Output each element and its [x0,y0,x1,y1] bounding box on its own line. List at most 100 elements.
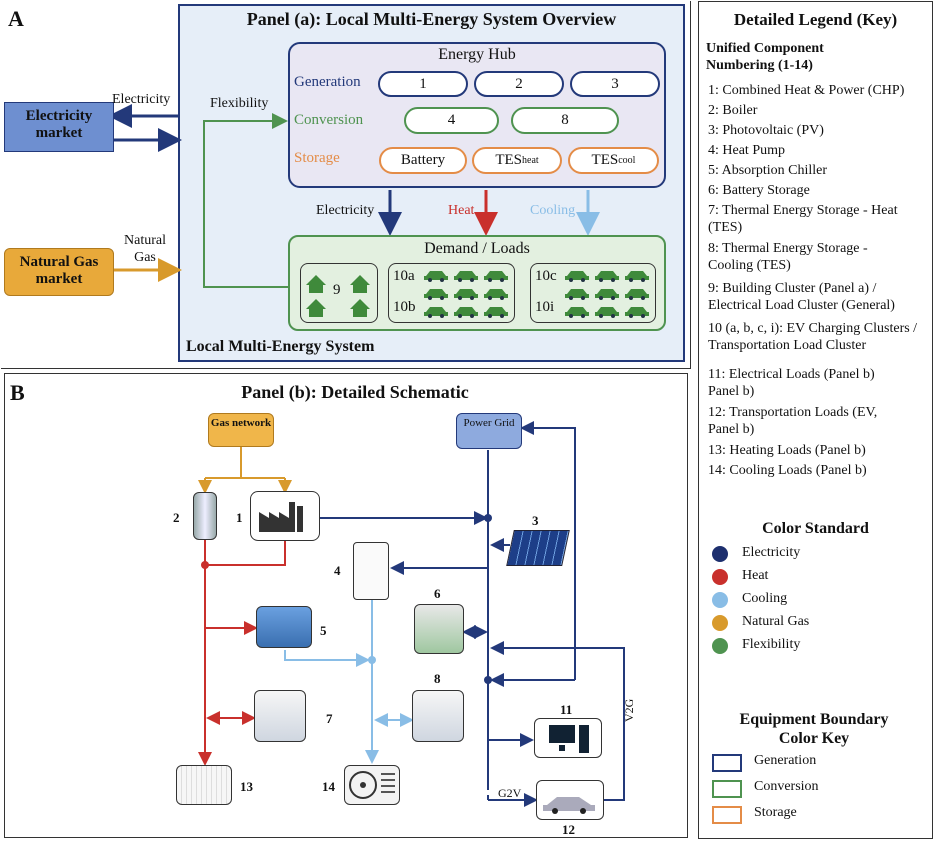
legend-item-13: 13: Heating Loads (Panel b) [708,443,866,458]
num-6: 6 [434,586,441,601]
boiler-icon [193,492,217,540]
gas-network-box: Gas network [208,413,274,447]
g2v-label: G2V [498,786,522,800]
legend-item-14: 14: Cooling Loads (Panel b) [708,463,867,478]
ev-cluster-c: 10c [535,268,557,284]
num-12: 12 [562,822,575,837]
cooling-load-icon [344,765,400,805]
tes-cool-icon [412,690,464,742]
boundary-gen-swatch [712,754,742,772]
gas-market-box: Natural Gas market [4,248,114,296]
electricity-market-box: Electricity market [4,102,114,152]
chp-box [250,491,320,541]
panel-b-lines [198,421,625,807]
ev-cluster-i: 10i [535,299,555,315]
flexibility-arrow [203,113,288,288]
color-electricity-label: Electricity [742,545,801,560]
flow-heat-label: Heat [448,203,475,218]
conv-pill-4: 4 [404,107,499,134]
color-cooling-label: Cooling [742,591,788,606]
color-heat-label: Heat [742,568,769,583]
boundary-title: Equipment Boundary Color Key [739,711,889,747]
tes-cool-base: TES [591,152,619,168]
color-cooling-swatch [712,592,728,608]
boundary-stor-swatch [712,806,742,824]
legend-title: Detailed Legend (Key) [733,10,898,29]
v2g-label: V2G [622,698,636,722]
num-14: 14 [322,779,335,794]
legend-item-7: 7: Thermal Energy Storage - Heat (TES) [708,203,898,235]
conv-pill-8: 8 [511,107,619,134]
panel-b-title: Panel (b): Detailed Schematic [241,382,469,402]
legend-item-1: 1: Combined Heat & Power (CHP) [708,83,905,98]
legend-item-3: 3: Photovoltaic (PV) [708,123,824,138]
tes-cool-sub: cool [618,155,636,166]
battery-storage-icon [414,604,464,654]
flexibility-label: Flexibility [210,96,269,111]
storage-battery-pill: Battery [379,147,467,174]
num-13: 13 [240,779,253,794]
ev-cluster-cd-box [530,263,656,323]
color-standard-title: Color Standard [762,520,869,537]
num-4: 4 [334,563,341,578]
panel-a-letter: A [8,6,24,31]
legend-frame [698,1,933,839]
color-flex-swatch [712,638,728,654]
ev-car-icons-ab [424,271,508,318]
row-generation-label: Generation [294,74,361,90]
absorption-chiller-icon [256,606,312,648]
gen-pill-3: 3 [570,71,660,97]
energy-hub-title: Energy Hub [438,46,516,63]
power-grid-box: Power Grid [456,413,522,449]
boundary-stor-label: Storage [754,805,797,820]
color-heat-swatch [712,569,728,585]
heat-pump-icon [353,542,389,600]
num-5: 5 [320,623,327,638]
ev-cluster-a: 10a [393,268,415,284]
row-storage-label: Storage [294,150,340,166]
gen-pill-1: 1 [378,71,468,97]
legend-item-6: 6: Battery Storage [708,183,810,198]
num-11: 11 [560,702,573,717]
flow-cooling-label: Cooling [530,203,576,218]
tes-heat-icon [254,690,306,742]
gen-pill-2: 2 [474,71,564,97]
system-label: Local Multi-Energy System [186,338,375,355]
transport-load-icon [536,780,604,820]
electricity-label: Electricity [112,92,171,107]
demand-title: Demand / Loads [424,240,530,257]
building-cluster-box [300,263,378,323]
heating-load-icon [176,765,232,805]
ev-cluster-b: 10b [393,299,416,315]
panel-a-frame [1,1,691,369]
legend-item-9: 9: Building Cluster (Panel a) / Electric… [708,281,895,313]
num-2: 2 [173,510,180,525]
ev-car-icon [543,797,595,814]
legend-item-8: 8: Thermal Energy Storage - Cooling (TES… [708,241,868,273]
building-cluster-icons [306,275,370,317]
boundary-conv-label: Conversion [754,779,819,794]
fan-icon [349,771,395,799]
color-gas-swatch [712,615,728,631]
tes-heat-base: TES [495,152,522,168]
row-conversion-label: Conversion [294,112,364,128]
legend-item-2: 2: Boiler [708,103,758,118]
num-8: 8 [434,671,441,686]
boundary-gen-label: Generation [754,753,817,768]
panel-a-arrows [108,104,600,288]
color-flex-label: Flexibility [742,637,801,652]
tes-heat-sub: heat [522,155,539,166]
legend-item-12: 12: Transportation Loads (EV, Panel b) [708,405,878,437]
legend-item-11: 11: Electrical Loads (Panel b) Panel b) [708,367,875,399]
color-gas-label: Natural Gas [742,614,810,629]
building-cluster-num: 9 [333,282,341,298]
panel-b-letter: B [10,380,25,405]
factory-icon [259,502,303,532]
num-1: 1 [236,510,243,525]
panel-b-frame [4,373,688,838]
flow-electricity-label: Electricity [316,203,375,218]
legend-item-5: 5: Absorption Chiller [708,163,827,178]
computer-icon [549,725,589,753]
